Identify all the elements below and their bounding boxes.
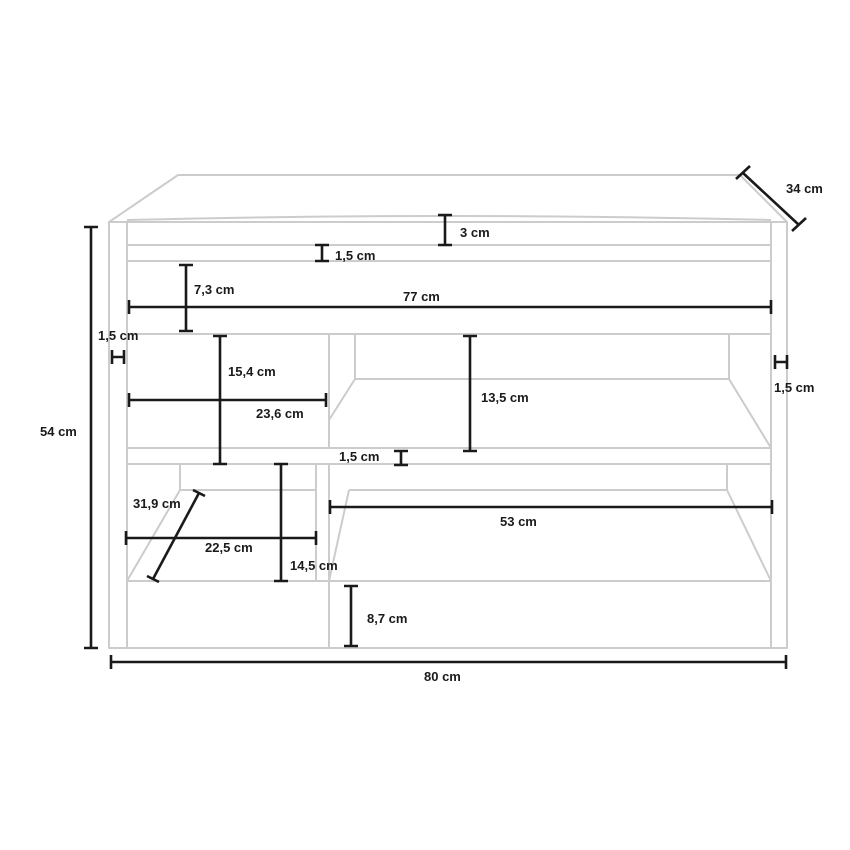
left-lower-width-dimension-line	[124, 531, 318, 545]
lower-right-back-panel	[328, 464, 772, 582]
left-side-panel	[108, 221, 128, 649]
depth-dimension-line	[735, 165, 807, 232]
total-height-dimension-line	[84, 225, 98, 650]
left-cell-height-label: 15,4 cm	[228, 364, 276, 379]
inner-width-label: 77 cm	[403, 289, 440, 304]
rail-thickness-dimension-line	[315, 243, 329, 263]
right-side-thickness-label: 1,5 cm	[774, 380, 814, 395]
right-side-panel	[770, 221, 788, 649]
rail-thickness-label: 1,5 cm	[335, 248, 375, 263]
plinth-height-label: 8,7 cm	[367, 611, 407, 626]
dimension-lines	[84, 165, 807, 669]
plinth-height-dimension-line	[344, 584, 358, 648]
right-compartment-height-dimension-line	[463, 334, 477, 453]
diagonal-shelf-label: 31,9 cm	[133, 496, 181, 511]
top-thickness-label: 3 cm	[460, 225, 490, 240]
depth-label: 34 cm	[786, 181, 823, 196]
dimension-labels: 34 cm 3 cm 1,5 cm 7,3 cm 77 cm 1,5 cm 15…	[40, 181, 823, 684]
diagonal-shelf-dimension-line	[146, 488, 206, 584]
total-width-label: 80 cm	[424, 669, 461, 684]
total-height-label: 54 cm	[40, 424, 77, 439]
left-side-thickness-marker	[110, 350, 126, 364]
total-width-dimension-line	[109, 655, 788, 669]
right-lower-width-label: 53 cm	[500, 514, 537, 529]
left-lower-height-dimension-line	[274, 462, 288, 583]
left-cell-width-label: 23,6 cm	[256, 406, 304, 421]
upper-compartment-height-dimension-line	[179, 263, 193, 333]
inner-width-dimension-line	[127, 300, 773, 314]
bench-top-front-edge	[126, 215, 772, 221]
lower-left-back-panel	[126, 464, 316, 582]
left-lower-height-label: 14,5 cm	[290, 558, 338, 573]
right-side-thickness-marker	[773, 355, 789, 369]
right-lower-width-dimension-line	[328, 500, 774, 514]
left-cell-width-dimension-line	[127, 393, 328, 407]
middle-shelf-thickness-label: 1,5 cm	[339, 449, 379, 464]
left-side-thickness-label: 1,5 cm	[98, 328, 138, 343]
left-lower-width-label: 22,5 cm	[205, 540, 253, 555]
right-compartment-height-label: 13,5 cm	[481, 390, 529, 405]
top-thickness-dimension-line	[438, 213, 452, 247]
upper-right-back-panel	[328, 334, 772, 449]
upper-compartment-height-label: 7,3 cm	[194, 282, 234, 297]
middle-shelf-thickness-dimension-line	[394, 449, 408, 467]
